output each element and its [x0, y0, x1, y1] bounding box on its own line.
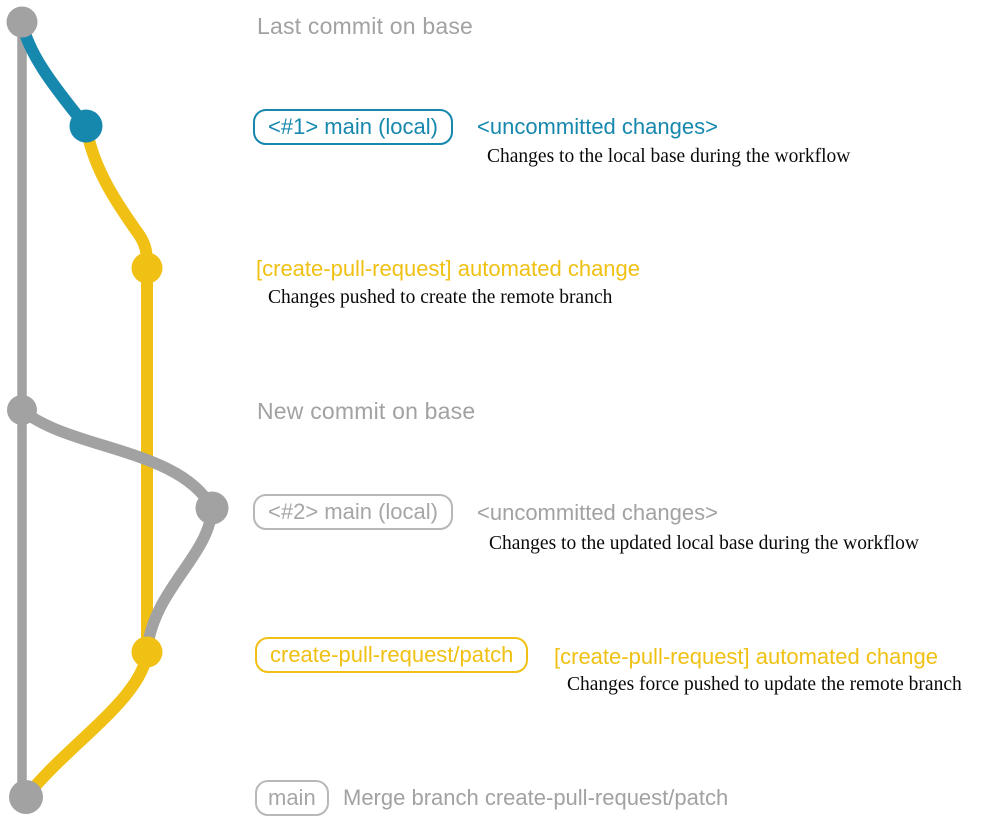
patch-branch-create-line	[80, 120, 153, 274]
merge-commit-message: Merge branch create-pull-request/patch	[343, 785, 729, 810]
branch-badge-main-local-1: <#1> main (local)	[253, 109, 453, 145]
note-uncommitted-changes-1: <uncommitted changes>	[477, 114, 718, 139]
patch-branch-merge-line	[21, 646, 153, 802]
local-main-1-branch-line	[16, 16, 91, 131]
commit-title-automated-change-force-push: [create-pull-request] automated change	[554, 644, 939, 669]
note-uncommitted-changes-2: <uncommitted changes>	[477, 500, 718, 525]
branch-badge-create-pull-request-patch: create-pull-request/patch	[255, 637, 529, 673]
commit-title-automated-change-push: [create-pull-request] automated change	[256, 256, 641, 281]
commit-dot-automated-change-force-push	[131, 636, 163, 668]
commit-dot-automated-change-push	[131, 252, 163, 284]
desc-updated-local-base-changes: Changes to the updated local base during…	[489, 533, 919, 554]
commit-dot-last-commit-on-base	[6, 6, 38, 38]
desc-local-base-changes: Changes to the local base during the wor…	[487, 146, 851, 167]
annotation-new-commit-on-base: New commit on base	[257, 398, 476, 424]
desc-changes-force-pushed: Changes force pushed to update the remot…	[567, 674, 962, 695]
annotation-last-commit-on-base: Last commit on base	[257, 13, 474, 39]
local-main-2-branch-in-line	[141, 502, 218, 658]
branch-badge-main-local-2: <#2> main (local)	[253, 494, 453, 530]
branch-badge-main: main	[255, 780, 329, 816]
local-main-2-branch-out-line	[16, 404, 218, 514]
commit-dot-uncommitted-changes-2	[195, 491, 229, 525]
commit-dot-uncommitted-changes-1	[69, 109, 103, 143]
desc-changes-pushed: Changes pushed to create the remote bran…	[268, 287, 613, 308]
commit-dot-new-commit-on-base	[7, 395, 37, 425]
commit-dot-merge-commit-main	[9, 780, 43, 814]
